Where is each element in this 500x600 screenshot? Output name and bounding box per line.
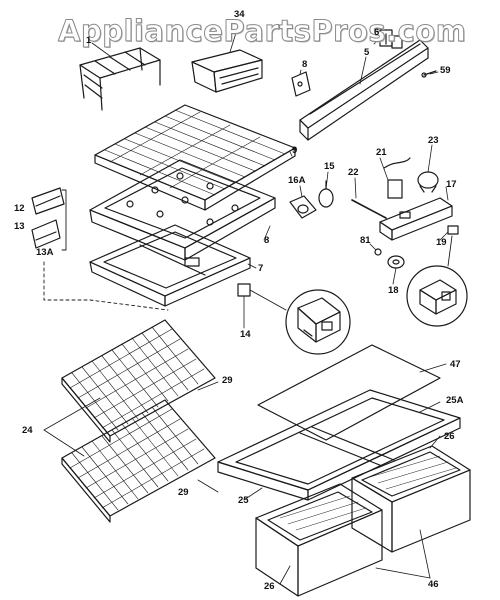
- part-14-connector: [238, 284, 250, 296]
- part-26-crisper-drawer-left: [256, 484, 382, 596]
- callout-12: 12: [14, 203, 25, 214]
- part-26-crisper-drawer-right: [352, 446, 470, 552]
- callout-59: 59: [440, 65, 451, 76]
- callout-15: 15: [324, 161, 335, 172]
- part-19-connector: [448, 226, 458, 234]
- callout-23: 23: [428, 135, 439, 146]
- leader-lines: [44, 20, 448, 584]
- part-21-switch: [384, 158, 410, 198]
- callout-18: 18: [388, 285, 399, 296]
- callout-7: 7: [258, 263, 264, 274]
- part-29-wire-shelf-upper: [62, 320, 215, 442]
- callout-19: 19: [436, 237, 447, 248]
- part-5-trim-strip: [300, 40, 428, 140]
- callout-81: 81: [360, 235, 371, 246]
- callout-1: 1: [86, 35, 92, 46]
- detail-circle-control: [286, 290, 350, 354]
- callout-25: 25: [238, 495, 249, 506]
- callout-46: 46: [428, 579, 439, 590]
- detail-circle-switch: [407, 266, 467, 326]
- part-18-cover: [388, 256, 404, 268]
- part-15-bulb: [319, 181, 333, 207]
- callout-34: 34: [234, 9, 245, 20]
- part-22-rod: [352, 200, 386, 218]
- callout-29-lower: 29: [178, 487, 189, 498]
- callout-8-frame: 8: [264, 235, 270, 246]
- part-13-bracket: [32, 220, 60, 248]
- part-59-screw: [422, 71, 436, 77]
- part-9-glass-shelf: [95, 105, 295, 210]
- callout-25a: 25A: [446, 395, 464, 406]
- part-47-glass: [258, 345, 440, 440]
- part-12-bracket: [32, 188, 64, 214]
- callout-6: 6: [374, 27, 380, 38]
- part-1-wire-rack: [80, 48, 160, 110]
- callout-16a: 16A: [288, 175, 306, 186]
- part-8-bracket: [292, 72, 310, 96]
- callout-26-right: 26: [444, 431, 455, 442]
- callout-22: 22: [348, 167, 359, 178]
- callout-21: 21: [376, 147, 387, 158]
- callout-13a: 13A: [36, 247, 54, 258]
- callout-47: 47: [450, 359, 461, 370]
- callout-17: 17: [446, 179, 457, 190]
- callout-14: 14: [240, 329, 251, 340]
- part-7-shelf-frame: [90, 225, 250, 306]
- part-23-knob: [418, 172, 438, 192]
- part-81-nut: [375, 249, 381, 255]
- callout-8-top: 8: [302, 59, 308, 70]
- leader-13a-dashed: [44, 262, 168, 310]
- part-17-light-housing: [380, 198, 452, 240]
- part-34-bin: [192, 50, 262, 92]
- callout-5: 5: [364, 47, 370, 58]
- part-16a-housing: [290, 196, 316, 218]
- part-29-wire-shelf-lower: [62, 400, 215, 522]
- callout-29-upper: 29: [222, 375, 233, 386]
- callout-13: 13: [14, 221, 25, 232]
- callout-24: 24: [22, 425, 33, 436]
- watermark-text: AppliancePartsPros.com: [58, 14, 467, 49]
- callout-9: 9: [292, 145, 298, 156]
- callout-26-left: 26: [264, 581, 275, 592]
